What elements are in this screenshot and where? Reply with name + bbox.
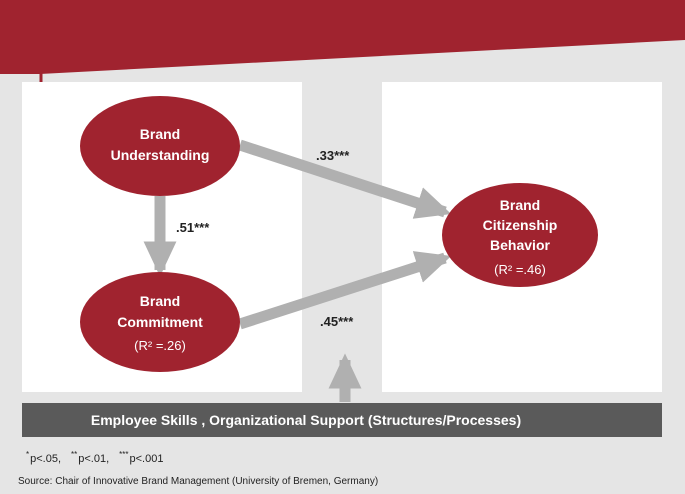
sig1-mark: * [26,450,29,459]
node-brand-commitment [80,272,240,372]
arrow-commitment-to-citizenship [238,251,452,330]
citizenship-r2: (R² =.46) [494,262,546,277]
header-banner [0,0,685,74]
citizenship-label-line2: Citizenship [483,217,558,233]
commitment-label-line2: Commitment [117,314,203,330]
sig2-mark: ** [71,450,77,459]
citizenship-label-line1: Brand [500,197,540,213]
node-brand-citizenship-behavior [442,183,598,287]
coef-commitment-citizenship: .45*** [320,314,354,329]
node-brand-understanding [80,96,240,196]
sig3-mark: *** [119,450,128,459]
arrow-understanding-to-citizenship [238,139,452,219]
understanding-label-line2: Understanding [111,147,210,163]
sig3-text: p<.001 [129,453,163,465]
sig2-text: p<.01, [78,453,109,465]
coef-understanding-citizenship: .33*** [316,148,350,163]
moderator-bar-label: Employee Skills , Organizational Support… [91,412,521,428]
understanding-label-line1: Brand [140,126,180,142]
moderator-bar [22,403,662,437]
sig1-text: p<.05, [30,453,61,465]
source-note: Source: Chair of Innovative Brand Manage… [18,476,378,487]
commitment-label-line1: Brand [140,293,180,309]
coef-understanding-commitment: .51*** [176,220,210,235]
commitment-r2: (R² =.26) [134,338,186,353]
citizenship-label-line3: Behavior [490,237,550,253]
significance-footnote: *p<.05, **p<.01, ***p<.001 [26,450,163,465]
